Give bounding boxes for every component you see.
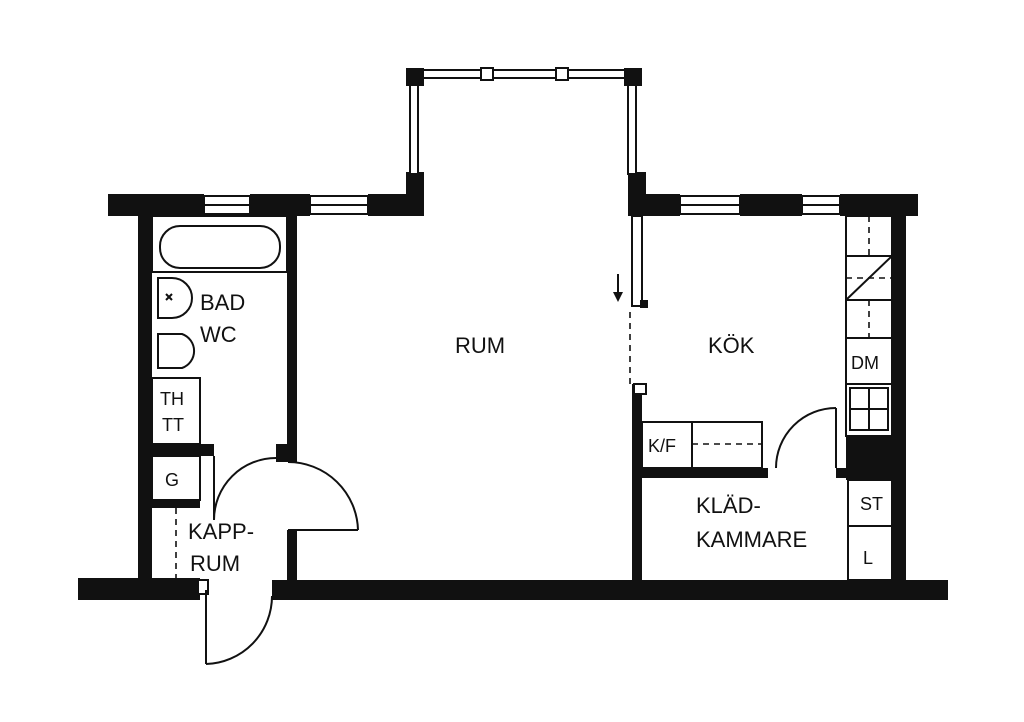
fixture-label-dm: DM bbox=[851, 353, 879, 373]
fixture-label-g: G bbox=[165, 470, 179, 490]
room-label-kapp-rum: RUM bbox=[190, 551, 240, 576]
fixture-label-kf: K/F bbox=[648, 436, 676, 456]
doors bbox=[197, 407, 837, 665]
room-label-kok: KÖK bbox=[708, 333, 755, 358]
fixture-labels: TH TT G DM K/F ST L bbox=[160, 353, 883, 568]
room-label-rum: RUM bbox=[455, 333, 505, 358]
fixture-label-tt: TT bbox=[162, 415, 184, 435]
fixture-label-th: TH bbox=[160, 389, 184, 409]
fixture-label-l: L bbox=[863, 548, 873, 568]
room-label-klad: KLÄD- bbox=[696, 493, 761, 518]
room-label-wc: WC bbox=[200, 322, 237, 347]
sliding-door bbox=[613, 215, 648, 395]
bay-window bbox=[406, 67, 642, 175]
bathroom-fixtures bbox=[151, 215, 288, 578]
room-label-bad: BAD bbox=[200, 290, 245, 315]
room-label-kapp: KAPP- bbox=[188, 519, 254, 544]
fixture-label-st: ST bbox=[860, 494, 883, 514]
room-labels: BAD WC RUM KÖK KAPP- RUM KLÄD- KAMMARE bbox=[188, 290, 807, 576]
room-label-kammare: KAMMARE bbox=[696, 527, 807, 552]
windows bbox=[203, 195, 841, 215]
kitchen-fixtures bbox=[641, 215, 893, 581]
walls bbox=[78, 172, 948, 600]
